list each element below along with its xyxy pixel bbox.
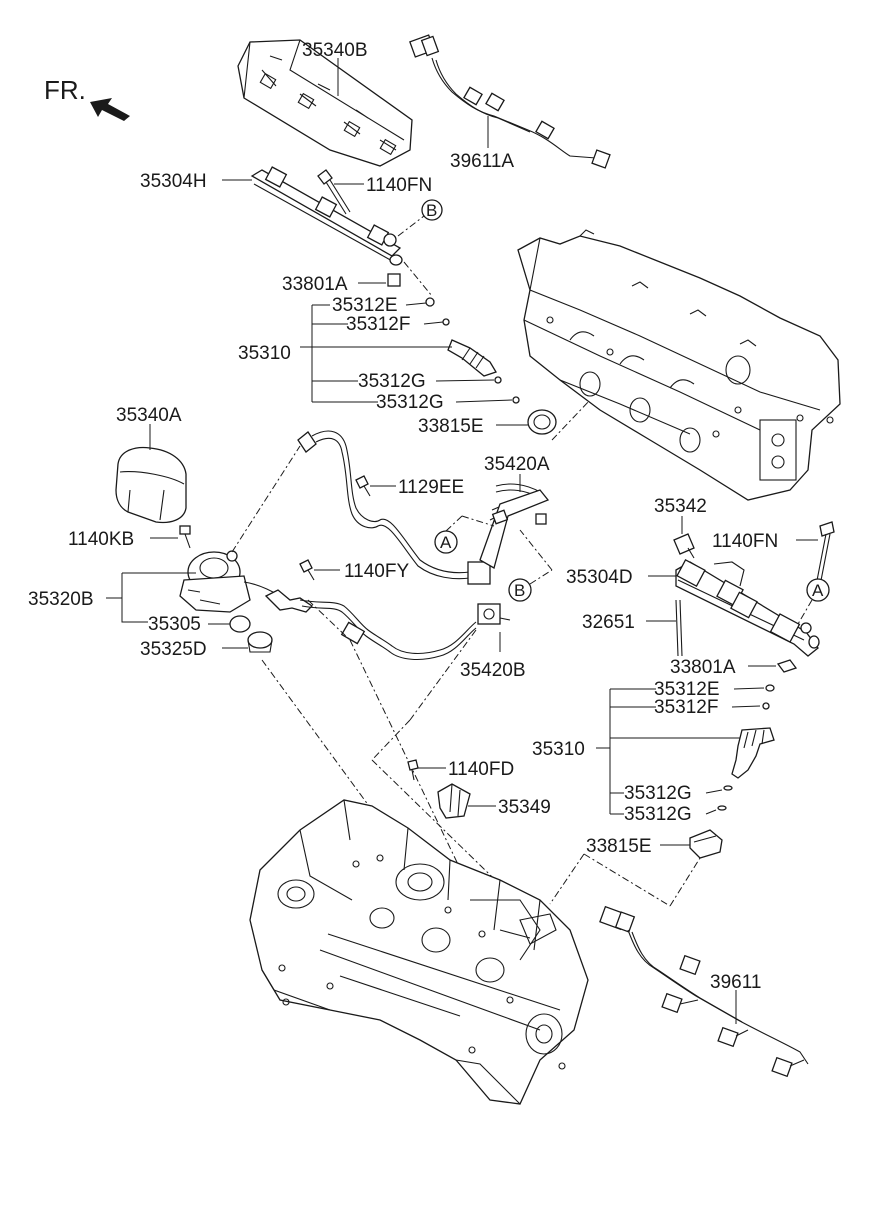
callout-a-left: A: [440, 533, 452, 552]
cover-35340A: [115, 446, 187, 524]
front-direction-label: FR.: [44, 75, 86, 105]
part-label-1140FY: 1140FY: [344, 561, 409, 582]
clip-33801A-top: [387, 273, 401, 287]
seal-33815E-right: [689, 829, 723, 859]
engine-block-lower: [249, 799, 589, 1105]
wire-32651: [675, 599, 683, 657]
part-label-35312G-top-2: 35312G: [376, 392, 444, 413]
callout-a-right: A: [812, 581, 824, 600]
part-label-39611: 39611: [710, 972, 761, 993]
part-label-35312G-top-1: 35312G: [358, 371, 426, 392]
fuel-injector-35310-right: [731, 727, 775, 779]
part-label-1140FD: 1140FD: [448, 759, 514, 780]
wiring-harness-39611: [599, 905, 809, 1078]
o-ring-35305: [229, 615, 251, 633]
part-label-35349: 35349: [498, 797, 551, 818]
fuel-rail-35304H: [250, 166, 403, 266]
part-label-35304H: 35304H: [140, 171, 207, 192]
part-label-35312E-top: 35312E: [332, 295, 398, 316]
front-direction-indicator: FR.: [44, 75, 130, 121]
part-label-35320B: 35320B: [28, 589, 94, 610]
part-label-35340B: 35340B: [302, 40, 368, 61]
part-label-35310-top: 35310: [238, 343, 291, 364]
part-label-35312F-top: 35312F: [346, 314, 410, 335]
part-label-35342: 35342: [654, 496, 707, 517]
part-label-35312F-right: 35312F: [654, 697, 718, 718]
part-label-1140FN-right: 1140FN: [712, 531, 778, 552]
part-label-35310-right: 35310: [532, 739, 585, 760]
part-label-33815E-right: 33815E: [586, 836, 652, 857]
part-label-32651: 32651: [582, 612, 635, 633]
bolt-1140KB: [179, 525, 191, 549]
part-label-35420B: 35420B: [460, 660, 526, 681]
tappet-35325D: [247, 631, 273, 653]
bolt-1129EE: [355, 475, 371, 497]
pressure-sensor-35342: [673, 533, 695, 559]
part-label-35340A: 35340A: [116, 405, 182, 426]
bracket-35349: [437, 783, 471, 819]
fuel-pipe-35420B: [264, 589, 511, 661]
part-label-35304D: 35304D: [566, 567, 633, 588]
front-arrow-icon: [90, 98, 130, 121]
cylinder-head-upper: [517, 229, 841, 501]
part-label-35305: 35305: [148, 614, 201, 635]
part-label-39611A: 39611A: [450, 151, 514, 172]
bolt-1140FN-right: [813, 521, 835, 597]
engine-cover-35340B: [237, 39, 413, 167]
high-pressure-pump-35320B: [179, 550, 281, 613]
part-label-35312G-right-2: 35312G: [624, 804, 692, 825]
part-label-35420A: 35420A: [484, 454, 550, 475]
bolt-1140FY: [299, 559, 315, 581]
clip-33801A-right: [776, 659, 798, 673]
part-label-1140FN-top: 1140FN: [366, 175, 432, 196]
callout-b-top: B: [426, 201, 437, 220]
part-label-1140KB: 1140KB: [68, 529, 134, 550]
part-label-35325D: 35325D: [140, 639, 207, 660]
part-label-33815E-top: 33815E: [418, 416, 484, 437]
part-label-33801A-top: 33801A: [282, 274, 348, 295]
fuel-rail-35304D: [675, 559, 820, 657]
seal-33815E-top: [527, 409, 557, 435]
part-label-35312G-right-1: 35312G: [624, 783, 692, 804]
callout-b-left: B: [514, 581, 525, 600]
fuel-pipe-35420A: [297, 430, 550, 585]
part-label-33801A-right: 33801A: [670, 657, 736, 678]
wiring-harness-39611A: [409, 34, 611, 169]
part-label-1129EE: 1129EE: [398, 477, 464, 498]
fuel-injector-35310-top: [447, 339, 497, 377]
bolt-1140FD: [407, 759, 419, 781]
part-label-35312E-right: 35312E: [654, 679, 720, 700]
bolt-1140FN-top: [317, 169, 351, 215]
